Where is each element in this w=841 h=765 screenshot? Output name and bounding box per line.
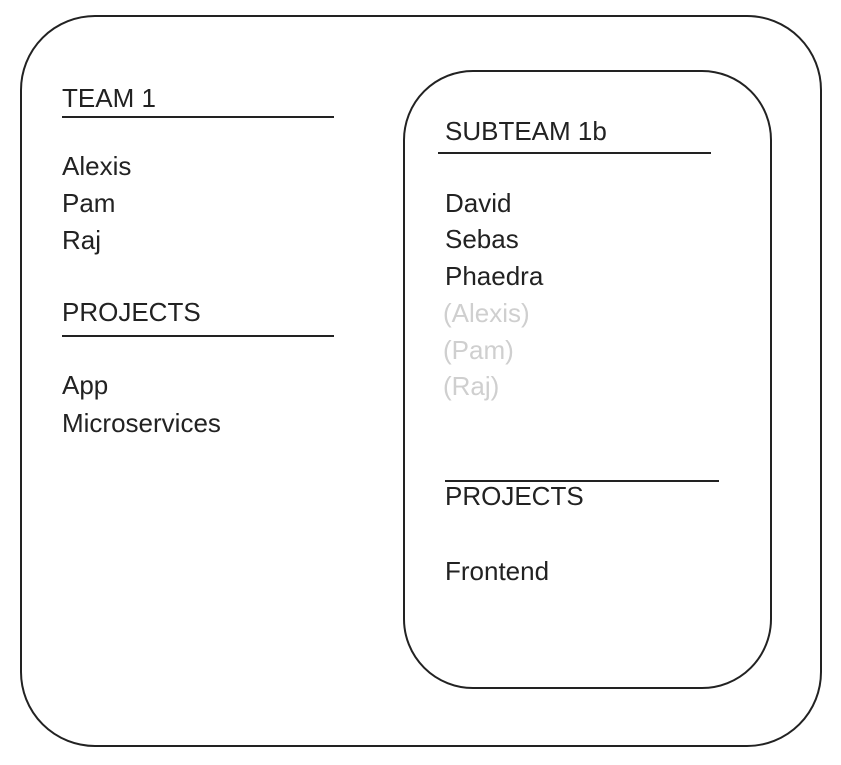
subteam-member: Phaedra — [445, 261, 544, 291]
subteam-member: Sebas — [445, 224, 519, 254]
team-member: Raj — [62, 225, 102, 255]
team-project: Microservices — [62, 408, 221, 438]
inherited-member: (Pam) — [443, 335, 514, 365]
team-projects-heading: PROJECTS — [62, 297, 201, 327]
subteam-title: SUBTEAM 1b — [445, 116, 607, 146]
team-container — [20, 15, 822, 747]
subteam-projects-heading: PROJECTS — [445, 481, 584, 511]
subteam-projects-divider — [445, 480, 719, 482]
team-member: Alexis — [62, 151, 132, 181]
team-title: TEAM 1 — [62, 83, 156, 113]
subteam-container — [403, 70, 772, 689]
inherited-member: (Alexis) — [443, 298, 530, 328]
team-member: Pam — [62, 188, 116, 218]
subteam-project: Frontend — [445, 556, 550, 586]
subteam-title-divider — [438, 152, 711, 154]
team-title-divider — [62, 116, 334, 118]
inherited-member: (Raj) — [443, 371, 500, 401]
subteam-member: David — [445, 188, 512, 218]
team-project: App — [62, 370, 109, 400]
team-projects-divider — [62, 335, 334, 337]
